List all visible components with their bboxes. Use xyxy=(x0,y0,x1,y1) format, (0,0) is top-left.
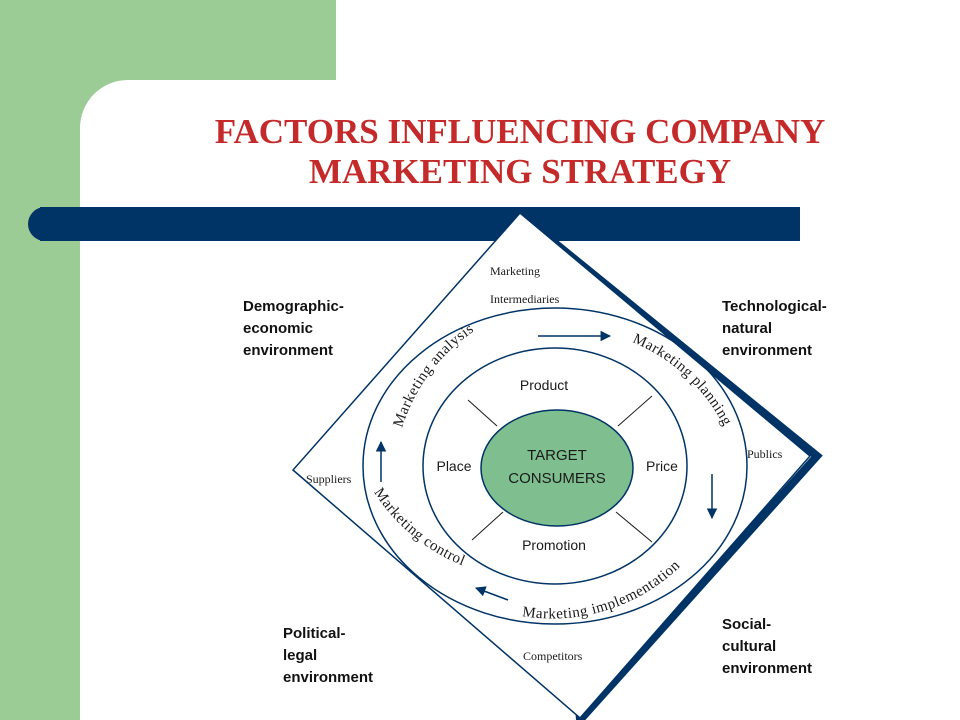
mix-promotion-label: Promotion xyxy=(522,537,586,553)
mix-place-label: Place xyxy=(436,458,471,474)
center-line-2: CONSUMERS xyxy=(508,470,606,487)
env-political: Political- legal environment xyxy=(283,625,374,686)
mix-product-label: Product xyxy=(520,377,568,393)
header-bar xyxy=(28,207,800,241)
slide-title: FACTORS INFLUENCING COMPANY MARKETING ST… xyxy=(140,112,900,192)
actor-intermediaries-line-1: Marketing xyxy=(490,264,540,278)
title-line-2: MARKETING STRATEGY xyxy=(308,152,732,191)
actor-publics: Publics xyxy=(747,447,783,461)
env-demographic: Demographic- economic environment xyxy=(243,298,344,359)
env-social: Social- cultural environment xyxy=(722,616,813,677)
mix-ellipse xyxy=(422,347,688,585)
process-ellipse xyxy=(362,307,748,625)
env-technological: Technological- natural environment xyxy=(722,298,827,359)
actor-competitors: Competitors xyxy=(523,649,583,663)
arrow-implementation-to-control xyxy=(475,586,509,601)
title-line-1: FACTORS INFLUENCING COMPANY xyxy=(214,112,826,151)
mix-spokes xyxy=(467,395,653,543)
actor-intermediaries-line-2: Intermediaries xyxy=(490,292,560,306)
process-arrows xyxy=(375,330,718,601)
mix-price-label: Price xyxy=(646,458,678,474)
target-consumers-ellipse xyxy=(480,409,634,527)
center-line-1: TARGET xyxy=(527,447,587,464)
actor-suppliers: Suppliers xyxy=(306,472,352,486)
